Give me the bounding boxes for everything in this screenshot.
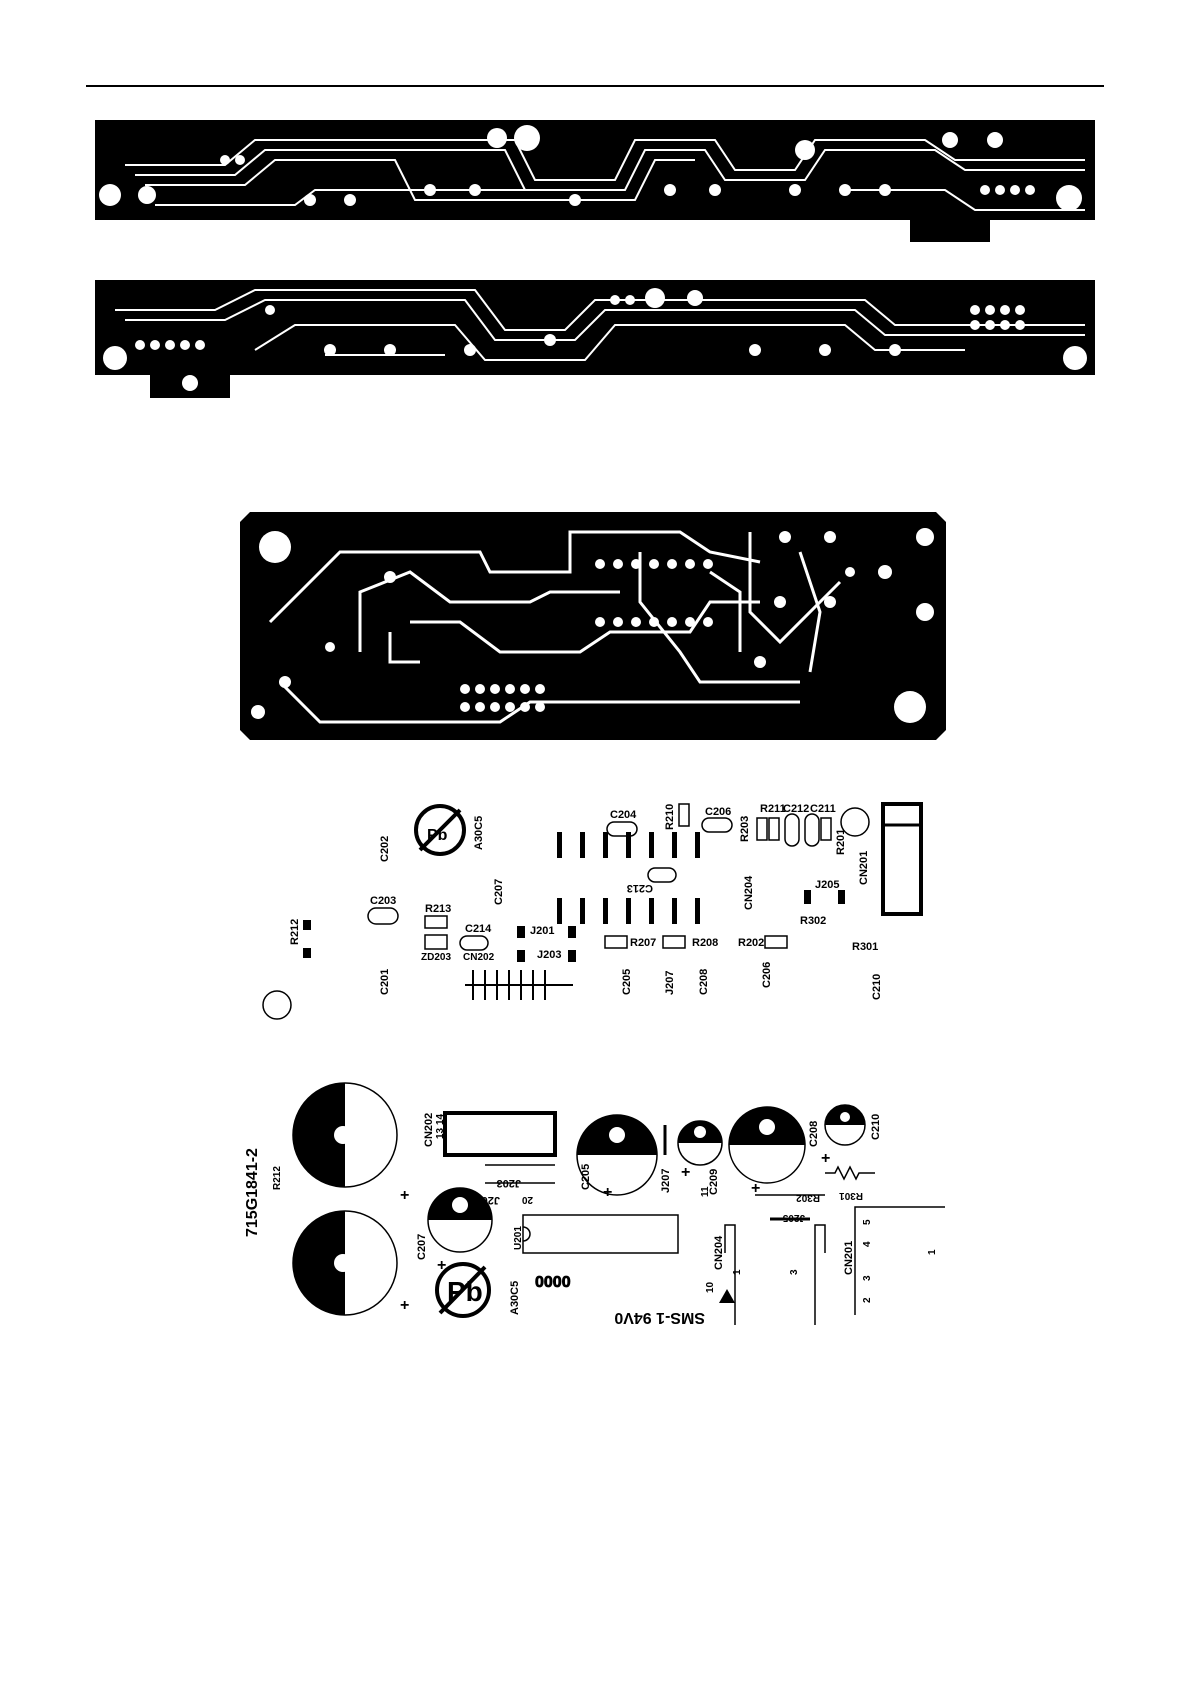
label-cn204-bottom: CN204	[713, 1235, 725, 1270]
pin-2-cn201: 2	[862, 1297, 873, 1303]
pin-10: 10	[705, 1281, 716, 1293]
label-date-code: 0000	[535, 1274, 571, 1291]
label-c209: C209	[708, 1169, 720, 1195]
pin-3-cn204: 3	[789, 1269, 800, 1275]
label-a30c5-top: A30C5	[473, 816, 485, 850]
label-r201: R201	[835, 829, 847, 855]
label-c213: C213	[627, 882, 653, 894]
label-cn202-top: CN202	[463, 952, 495, 963]
plus-c205: +	[603, 1184, 612, 1201]
label-r302-bottom: R302	[796, 1192, 820, 1203]
label-c202: C202	[379, 836, 391, 862]
label-c208-top: C208	[698, 969, 710, 995]
label-c207-bottom: C207	[416, 1234, 428, 1260]
label-c214: C214	[465, 923, 492, 935]
label-board-number: 715G1841-2	[244, 1148, 261, 1237]
label-j207-top: J207	[664, 971, 676, 995]
label-r302: R302	[800, 915, 826, 927]
plus-c210: +	[821, 1150, 830, 1167]
pb-free-icon: Pb	[414, 804, 466, 856]
pin-1-cn204: 1	[732, 1269, 743, 1275]
pin-1-cn201: 1	[927, 1249, 938, 1255]
pcb-strip-bottom	[95, 280, 1095, 398]
label-c201-bottom: C201	[301, 1114, 313, 1140]
pcb-silkscreen-bottom: 715G1841-2 R212 C201 + C202 + CN202 14 1…	[244, 1082, 945, 1326]
label-r208: R208	[692, 937, 718, 949]
label-c207: C207	[493, 879, 505, 905]
label-j203: J203	[537, 949, 561, 961]
label-c206-top: C206	[705, 806, 731, 818]
label-c211: C211	[810, 803, 836, 815]
header-rule	[86, 85, 1104, 87]
label-c204: C204	[610, 809, 637, 821]
pin-13: 13	[435, 1127, 446, 1139]
pin-3-cn201: 3	[862, 1275, 873, 1281]
label-cn201-top: CN201	[858, 851, 870, 885]
label-j205: J205	[815, 879, 839, 891]
plus-c208: +	[751, 1180, 760, 1197]
label-r203: R203	[739, 816, 751, 842]
label-c203: C203	[370, 895, 396, 907]
label-c202-bottom: C202	[301, 1244, 313, 1270]
plus-c209: +	[681, 1164, 690, 1181]
pcb-board-traces	[240, 512, 946, 740]
label-r212-bottom: R212	[272, 1166, 283, 1190]
label-cn202-bottom: CN202	[423, 1113, 435, 1147]
plus-c201: +	[400, 1187, 409, 1204]
label-j207-bottom: J207	[660, 1169, 672, 1193]
label-r207: R207	[630, 937, 656, 949]
pin-20: 20	[521, 1194, 533, 1205]
label-zd203: ZD203	[421, 952, 451, 963]
plus-c202: +	[400, 1297, 409, 1314]
label-r301: R301	[852, 941, 878, 953]
label-c210-top: C210	[871, 974, 883, 1000]
pcb-silkscreen-top: Pb A30C5 C202 C207 C203 R213 ZD203 C214 …	[262, 802, 923, 1020]
pin-5-cn201: 5	[862, 1219, 873, 1225]
label-a30c5-bottom: A30C5	[509, 1281, 521, 1315]
pb-free-icon-bottom: Pb	[435, 1262, 491, 1318]
label-c208-bottom: C208	[808, 1121, 820, 1147]
label-c210-bottom: C210	[870, 1114, 882, 1140]
label-j203-bottom: J203	[497, 1177, 521, 1189]
label-c205-top: C205	[621, 969, 633, 995]
label-cn201-bottom: CN201	[843, 1241, 855, 1275]
pcb-strip-top	[95, 120, 1095, 242]
plus-c207: +	[437, 1257, 446, 1274]
label-ul-mark: SMS-1 94V0	[614, 1309, 705, 1326]
pin-4-cn201: 4	[862, 1241, 873, 1247]
label-r212: R212	[289, 919, 301, 945]
label-r210: R210	[664, 804, 676, 830]
label-c212: C212	[783, 803, 809, 815]
label-c205-bottom: C205	[580, 1164, 592, 1190]
label-c201: C201	[379, 969, 391, 995]
label-c206-bottom: C206	[761, 962, 773, 988]
label-j201: J201	[530, 925, 554, 937]
label-j205-bottom: J205	[782, 1212, 805, 1223]
label-r211: R211	[760, 803, 786, 815]
label-u201: U201	[513, 1226, 524, 1250]
pin-11: 11	[700, 1186, 711, 1197]
label-r301-bottom: R301	[839, 1190, 863, 1201]
pin-14: 14	[435, 1113, 446, 1125]
label-r213: R213	[425, 903, 451, 915]
label-r202: R202	[738, 937, 764, 949]
label-cn204: CN204	[743, 875, 755, 910]
